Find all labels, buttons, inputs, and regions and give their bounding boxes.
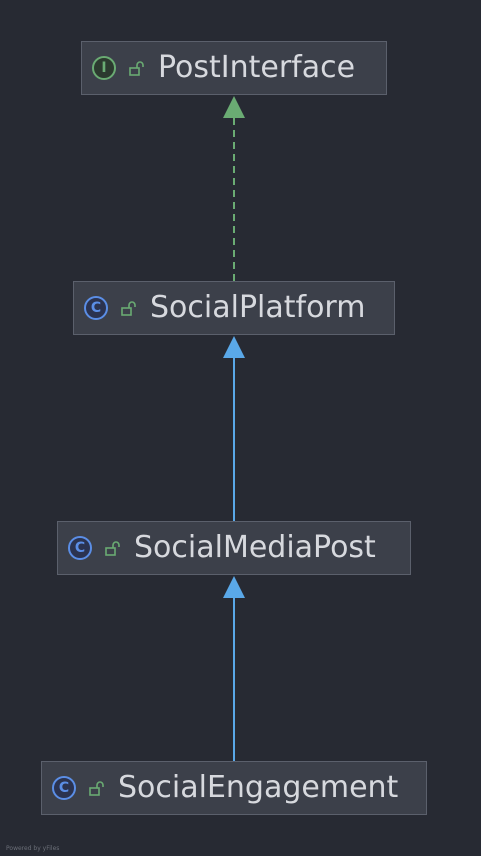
node-socialengagement[interactable]: C SocialEngagement <box>41 761 427 815</box>
unlocked-icon <box>121 301 136 316</box>
class-icon: C <box>68 536 92 560</box>
unlocked-icon <box>89 781 104 796</box>
node-label: SocialPlatform <box>150 290 366 325</box>
unlocked-icon <box>105 541 120 556</box>
node-label: SocialMediaPost <box>134 530 376 565</box>
class-icon: C <box>52 776 76 800</box>
interface-icon: I <box>92 56 116 80</box>
edge-implements-arrowhead <box>223 96 245 118</box>
class-icon: C <box>84 296 108 320</box>
node-socialplatform[interactable]: C SocialPlatform <box>73 281 395 335</box>
node-socialmediapost[interactable]: C SocialMediaPost <box>57 521 411 575</box>
node-label: PostInterface <box>158 50 356 85</box>
edge-extends-arrowhead <box>223 576 245 598</box>
unlocked-icon <box>129 61 144 76</box>
edge-extends-arrowhead <box>223 336 245 358</box>
node-postinterface[interactable]: I PostInterface <box>81 41 387 95</box>
footer-credit: Powered by yFiles <box>6 845 60 852</box>
node-label: SocialEngagement <box>118 770 399 805</box>
